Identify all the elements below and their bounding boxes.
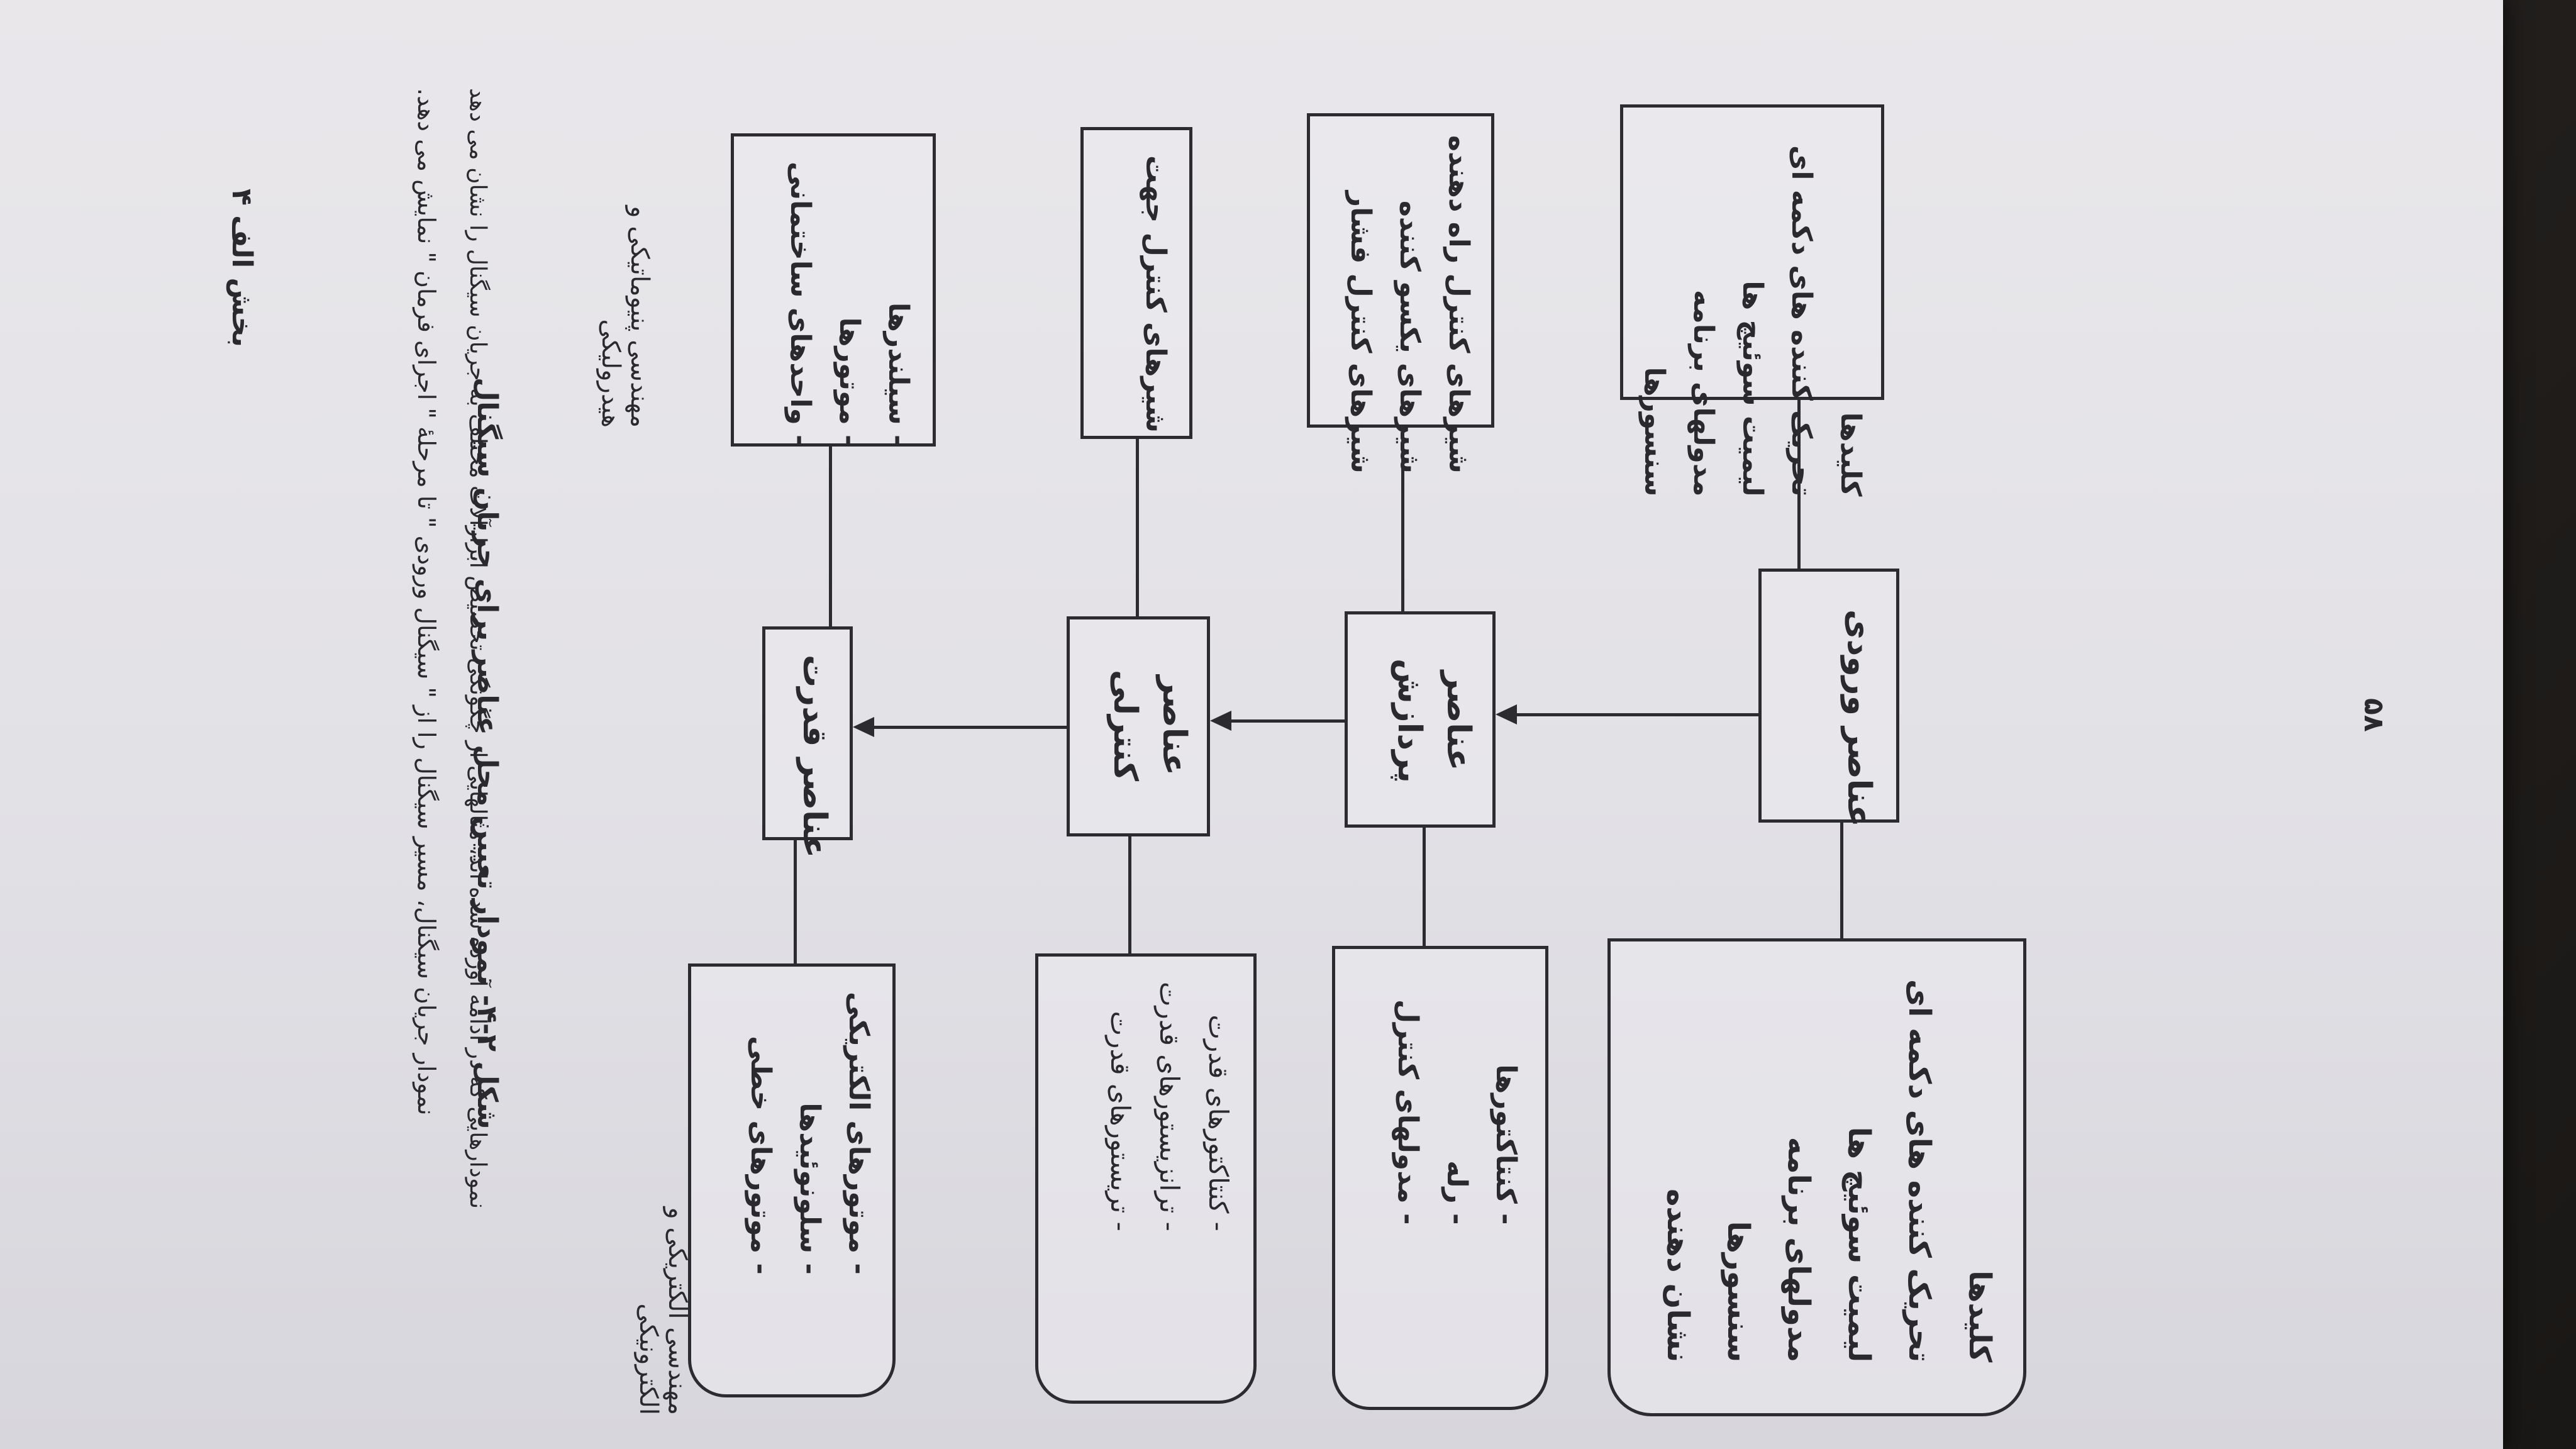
pneumatic-power-box: - سیلندرها - موتورها - واحدهای ساختمانی — [731, 133, 936, 447]
list-item: - موتورهای خطی — [745, 1036, 777, 1275]
connector — [794, 840, 797, 963]
connector — [1423, 828, 1426, 946]
list-item: کلیدها — [1962, 1270, 1997, 1363]
list-item: شیرهای کنترل جهت — [1140, 155, 1172, 433]
list-item: تحریک کننده های دکمه ای — [1902, 979, 1937, 1363]
connector — [1136, 439, 1139, 616]
electrical-processing-box: - کنتاکتورها - رله - مدولهای کنترل — [1332, 946, 1548, 1410]
column-heading-pneumatic: مهندسی پنیوماتیکی و هیدرولیکی — [596, 206, 654, 428]
book-page: بخش الف ۴ نمودار جریان سیگنال، مسیر سیگن… — [0, 0, 2503, 1449]
list-item: شیرهای کنترل راه دهنده — [1443, 135, 1475, 474]
power-elements-box: عناصر قدرت — [762, 626, 853, 858]
figure-caption: شکل ۲-۴- نمودار تعیین محل عناصر برای جری… — [471, 377, 503, 1130]
list-item: - کنتاکتورهای قدرت — [1203, 1014, 1234, 1231]
list-item: - موتورها — [833, 317, 865, 447]
list-item: - رله — [1441, 1160, 1473, 1225]
electrical-power-box: - موتورهای الکتریکی - سلونوئیدها - موتور… — [688, 963, 896, 1397]
processing-elements-box: عناصر پردازش — [1345, 611, 1496, 828]
list-item: - ترانزیستورهای قدرت — [1154, 982, 1185, 1231]
list-item: کلیدها — [1835, 412, 1867, 497]
arrow-control-to-power — [874, 726, 1067, 729]
electrical-control-box: - کنتاکتورهای قدرت - ترانزیستورهای قدرت … — [1035, 953, 1257, 1404]
list-item: - موتورهای الکتریکی — [843, 992, 875, 1275]
list-item: - کنتاکتورها — [1490, 1064, 1522, 1225]
pneumatic-input-box: کلیدها تحریک کننده های دکمه ای لیمیت سوئ… — [1620, 104, 1884, 496]
arrowhead-icon — [1210, 711, 1231, 731]
control-elements-box: عناصر کنترلی — [1067, 616, 1210, 836]
arrow-processing-to-control — [1231, 719, 1345, 723]
list-item: - واحدهای ساختمانی — [784, 162, 816, 447]
electrical-input-box: کلیدها تحریک کننده های دکمه ای لیمیت سوئ… — [1607, 938, 2026, 1416]
list-item: مدولهای برنامه — [1781, 1136, 1816, 1363]
connector — [1401, 428, 1404, 611]
list-item: لیمیت سوئیچ ها — [1841, 1126, 1877, 1363]
list-item: لیمیت سوئیچ ها — [1736, 280, 1768, 497]
column-heading-electrical: مهندسی الکتریکی و الکترونیکی — [634, 1207, 692, 1415]
section-header: بخش الف ۴ — [226, 189, 258, 347]
list-item: شیرهای کنترل فشار — [1345, 191, 1377, 474]
list-item: نشان دهنده — [1660, 1189, 1696, 1363]
connector — [829, 447, 832, 626]
arrowhead-icon — [853, 717, 874, 737]
intro-text-line-1: نمودار جریان سیگنال، مسیر سیگنال را از "… — [413, 88, 440, 1116]
list-item: سنسورها — [1721, 1221, 1756, 1363]
input-elements-box: عناصر ورودی — [1758, 569, 1899, 827]
list-item: - سیلندرها — [882, 302, 914, 447]
list-item: سنسورها — [1638, 367, 1670, 497]
list-item: شیرهای یکسو کننده — [1394, 200, 1426, 474]
arrow-input-to-processing — [1517, 713, 1758, 716]
pneumatic-processing-box: شیرهای کنترل راه دهنده شیرهای یکسو کننده… — [1307, 113, 1494, 474]
list-item: - تریستورهای قدرت — [1105, 1011, 1136, 1231]
connector — [1797, 400, 1801, 569]
arrowhead-icon — [1496, 704, 1517, 724]
list-item: - مدولهای کنترل — [1392, 999, 1424, 1225]
pneumatic-control-box: شیرهای کنترل جهت — [1080, 127, 1192, 439]
connector — [1840, 823, 1843, 938]
list-item: - سلونوئیدها — [794, 1102, 826, 1275]
connector — [1128, 836, 1131, 953]
page-number: ۵۸ — [2358, 698, 2390, 732]
list-item: تحریک کننده های دکمه ای — [1785, 145, 1818, 497]
list-item: مدولهای برنامه — [1687, 289, 1719, 497]
